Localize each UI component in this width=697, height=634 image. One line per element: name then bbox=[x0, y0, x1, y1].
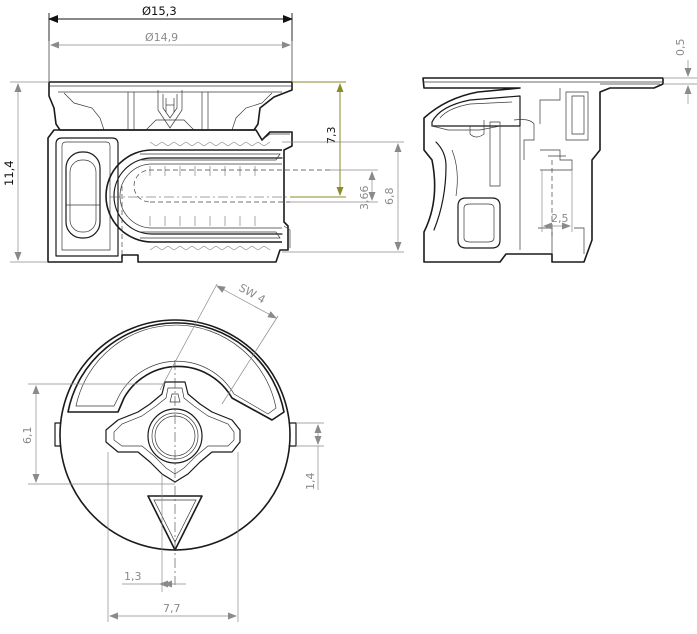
dim-wrench-size: SW 4 bbox=[237, 281, 268, 306]
dim-bolt-diameter: 3,66 bbox=[358, 186, 371, 211]
side-view bbox=[422, 77, 664, 263]
side-view-dimensions: 0,5 2,5 bbox=[541, 39, 697, 232]
dim-tab-height: 1,4 bbox=[304, 473, 317, 491]
dim-arrow-width: 7,7 bbox=[163, 602, 181, 615]
dim-side-offset: 2,5 bbox=[551, 212, 569, 225]
front-view-dimensions: Ø15,3 Ø14,9 11,4 7,3 3,66 6,8 bbox=[2, 4, 404, 263]
top-view-dimensions: SW 4 6,1 1,4 1,3 7,7 bbox=[21, 281, 324, 622]
dim-total-height: 11,4 bbox=[2, 160, 16, 186]
dim-center-offset: 6,1 bbox=[21, 427, 34, 445]
dim-flange-thickness: 0,5 bbox=[674, 39, 687, 57]
dim-overall-diameter: Ø15,3 bbox=[142, 4, 177, 18]
dim-head-height: 7,3 bbox=[325, 127, 338, 145]
dim-body-height: 6,8 bbox=[383, 188, 396, 206]
dim-inner-diameter: Ø14,9 bbox=[145, 31, 178, 44]
top-view bbox=[54, 319, 297, 585]
dim-arrow-offset: 1,3 bbox=[124, 570, 142, 583]
front-view bbox=[47, 81, 330, 263]
